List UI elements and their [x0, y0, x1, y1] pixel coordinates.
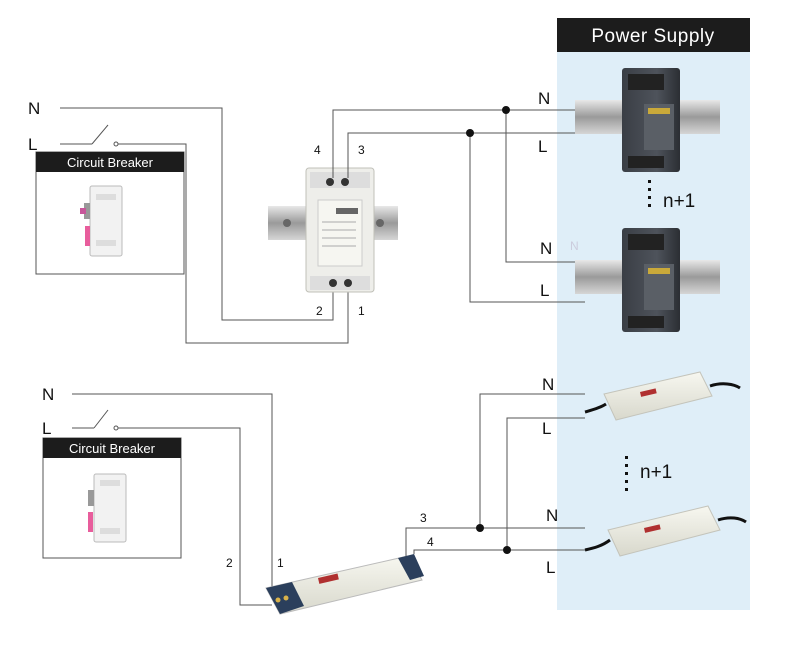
bottom-terminal-2: 2: [226, 556, 233, 570]
top-terminal-1: 1: [358, 304, 365, 318]
bottom-wire-t4-l: [413, 549, 585, 554]
top-ellipsis-dots: [648, 180, 651, 207]
power-supply-title: Power Supply: [591, 26, 714, 47]
top-terminal-4: 4: [314, 143, 321, 157]
top-breaker-label: Circuit Breaker: [67, 155, 154, 170]
bottom-psu1-n-label: N: [542, 375, 554, 394]
bottom-psu1-l-label: L: [542, 419, 551, 438]
bottom-led-driver-icon: [265, 554, 424, 615]
bottom-input-l-label: L: [42, 419, 51, 438]
bottom-terminal-1: 1: [277, 556, 284, 570]
top-din-rail-psu-icon-1: [575, 68, 720, 172]
bottom-circuit-breaker-icon: [88, 473, 127, 543]
top-wire-t3-l: [347, 132, 585, 178]
top-psu1-n-label: N: [538, 89, 550, 108]
top-input-l-label: L: [28, 135, 37, 154]
bottom-wire-l-branch: [506, 417, 585, 550]
svg-text:N: N: [570, 239, 579, 253]
bottom-wire-n-to-t1: [72, 393, 273, 590]
top-psu1-l-label: L: [538, 137, 547, 156]
bottom-wire-l-to-t2: [118, 427, 272, 606]
bottom-breaker-label: Circuit Breaker: [69, 441, 156, 456]
top-psu2-n-label: N: [540, 239, 552, 258]
top-count-label: n+1: [663, 191, 695, 212]
bottom-psu2-n-label: N: [546, 506, 558, 525]
top-switch-icon: [91, 124, 119, 147]
top-psu2-l-label: L: [540, 281, 549, 300]
top-input-n-label: N: [28, 99, 40, 118]
top-wire-t4-n: [332, 109, 585, 178]
top-controller-module-icon: [268, 167, 398, 293]
bottom-junction-n: [476, 524, 484, 532]
top-terminal-3: 3: [358, 143, 365, 157]
top-breaker-header: [36, 152, 184, 172]
bottom-wire-n-branch: [479, 393, 585, 528]
top-wire-n-branch: [505, 110, 585, 263]
top-junction-l: [466, 129, 474, 137]
top-circuit-breaker-icon: [80, 185, 123, 257]
top-junction-n: [502, 106, 510, 114]
top-wire-n-to-t2: [60, 107, 334, 321]
bottom-led-driver-psu-icon-2: [584, 505, 747, 557]
bottom-ellipsis-dots: [625, 456, 628, 491]
top-wire-l-to-t1: [118, 143, 349, 344]
bottom-wire-t3-n: [405, 527, 585, 556]
bottom-input-n-label: N: [42, 385, 54, 404]
bottom-junction-l: [503, 546, 511, 554]
top-wire-l-branch: [469, 133, 585, 303]
top-din-rail-psu-icon-2: N: [570, 228, 720, 332]
bottom-breaker-header: [43, 438, 181, 458]
bottom-count-label: n+1: [640, 462, 672, 483]
power-supply-header: [557, 18, 750, 52]
bottom-terminal-3: 3: [420, 511, 427, 525]
top-terminal-2: 2: [316, 304, 323, 318]
bottom-psu2-l-label: L: [546, 558, 555, 577]
bottom-led-driver-psu-icon-1: [584, 371, 741, 421]
bottom-switch-icon: [93, 409, 119, 431]
bottom-terminal-4: 4: [427, 535, 434, 549]
